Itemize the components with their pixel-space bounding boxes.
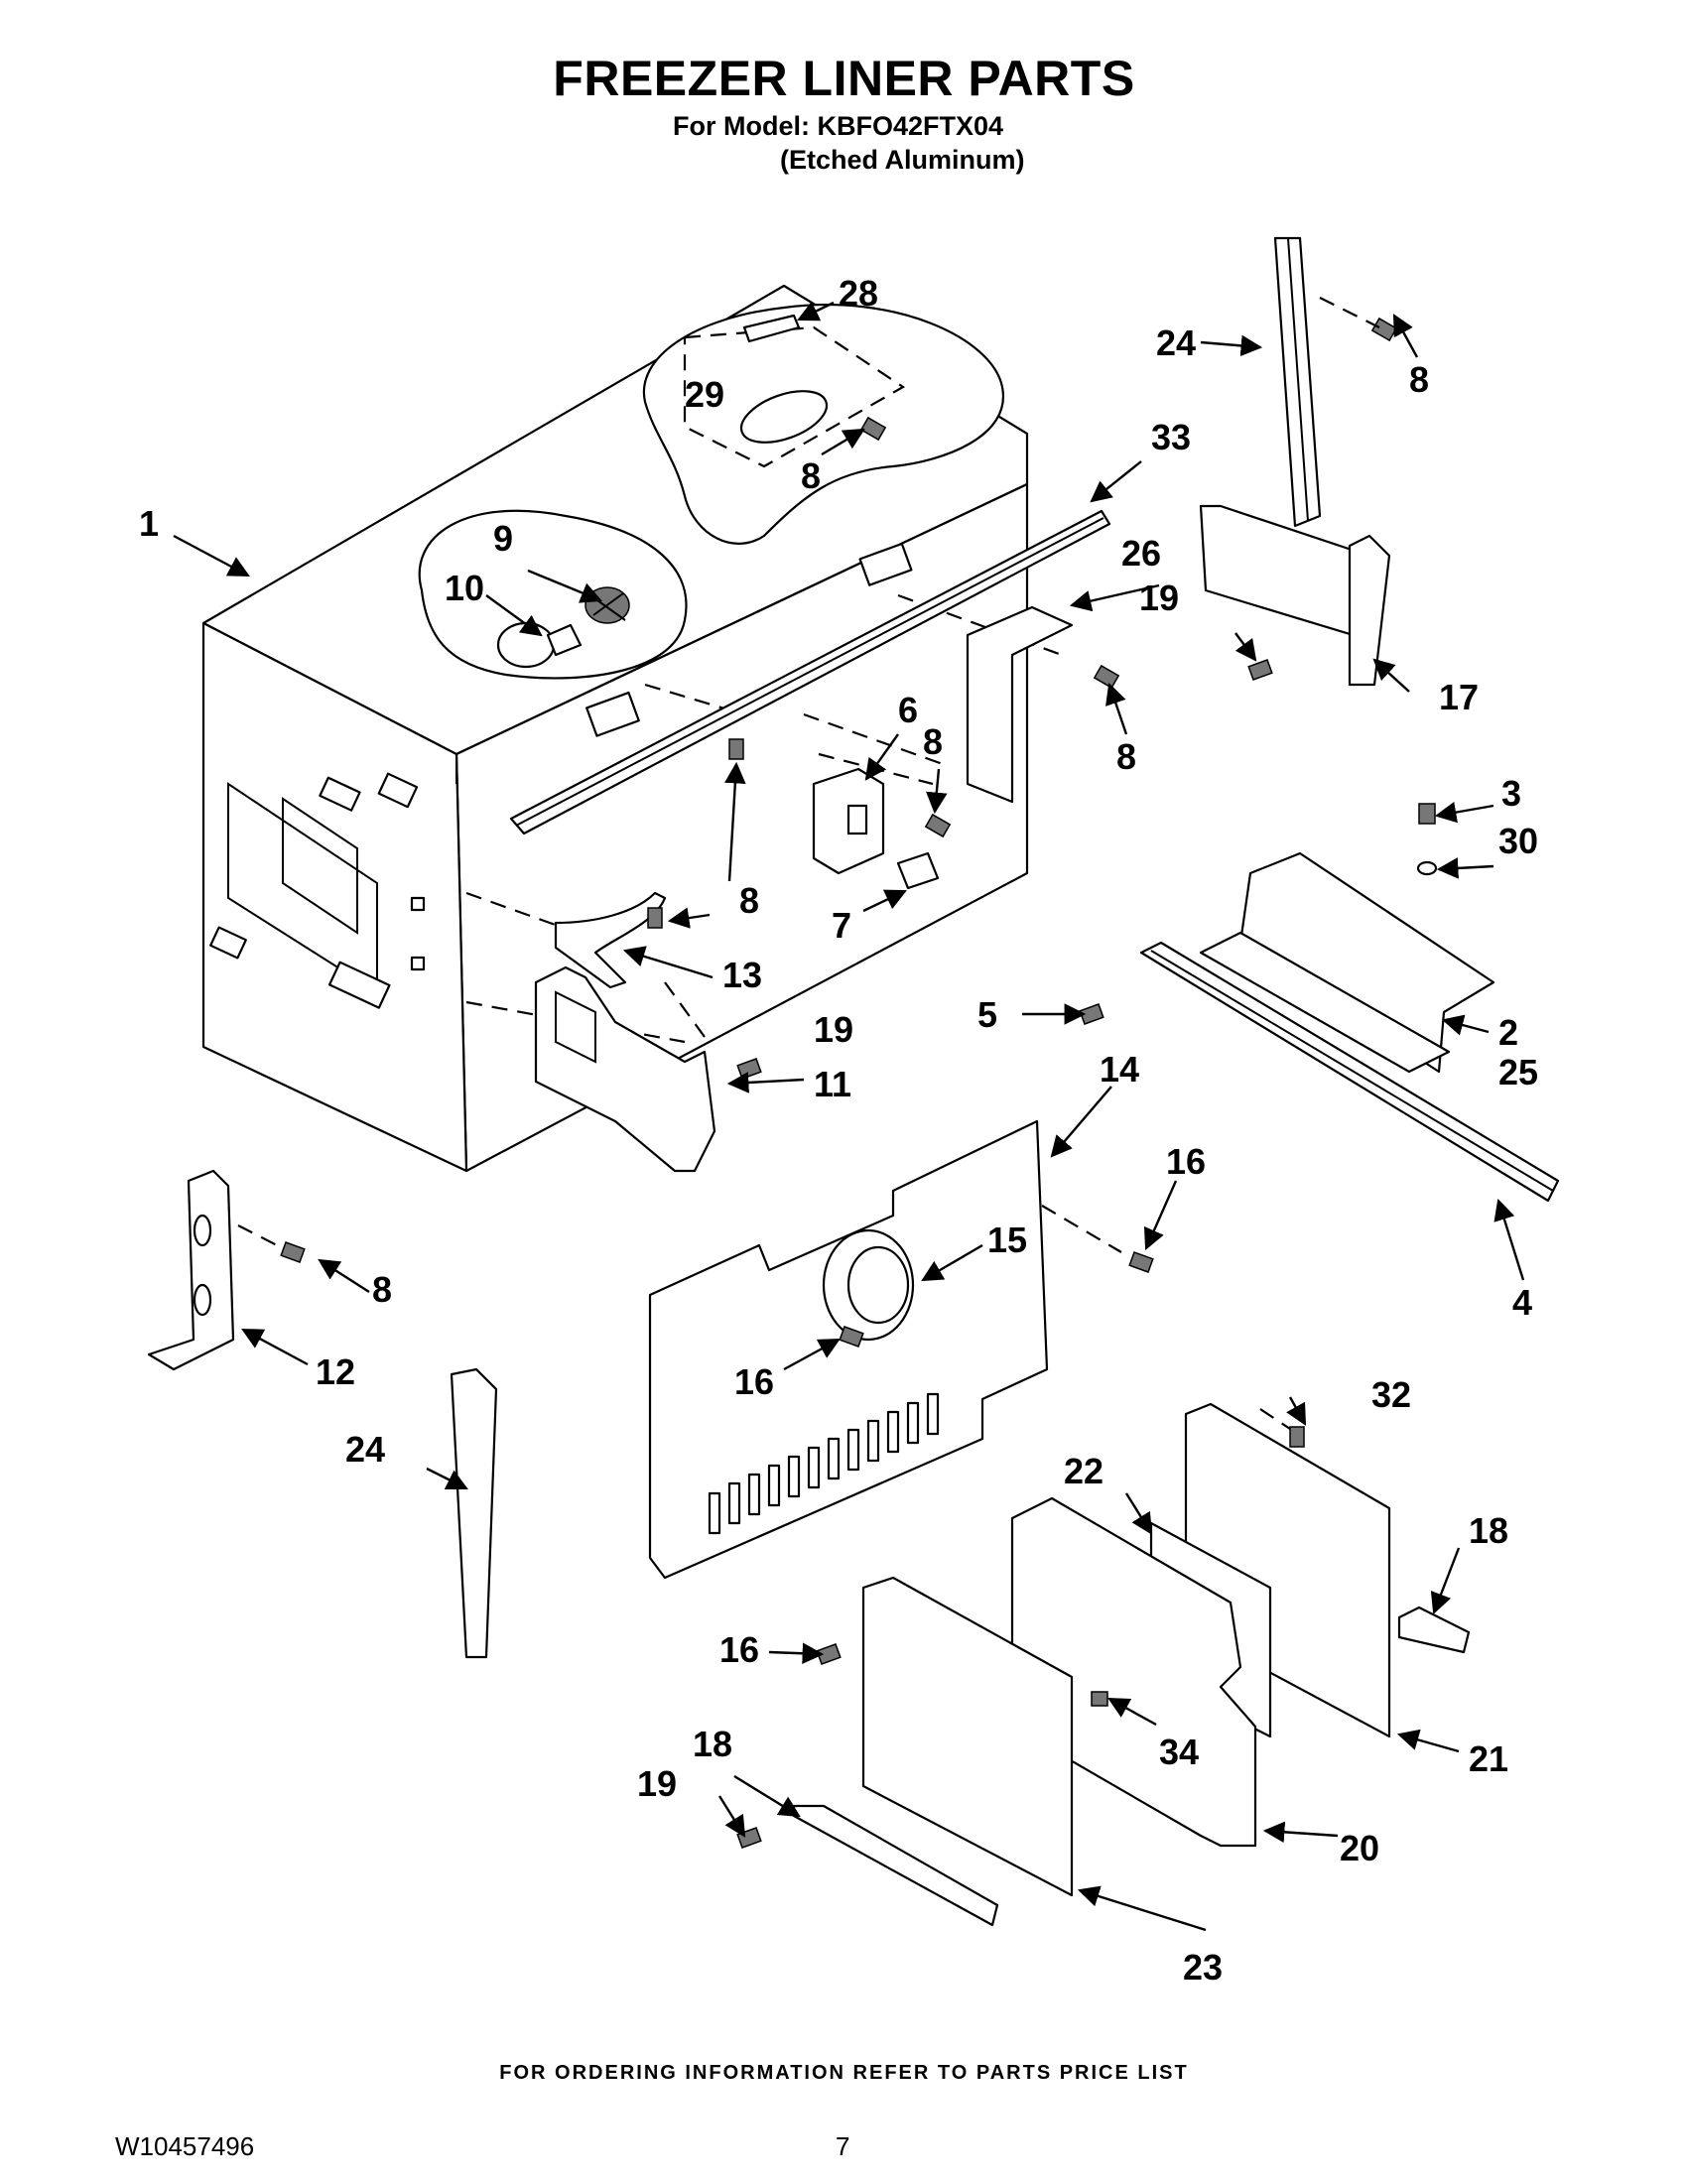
callout-9: 9	[493, 518, 513, 559]
callout-17: 17	[1439, 677, 1479, 717]
callout-3: 3	[1501, 773, 1521, 814]
callout-8-top: 8	[1409, 359, 1429, 400]
callout-8-control: 8	[801, 455, 821, 496]
callout-11: 11	[814, 1064, 851, 1104]
evaporator-cover-14	[648, 1119, 1049, 1580]
callout-29: 29	[685, 374, 724, 415]
slide-rail-4	[1139, 941, 1560, 1203]
mounting-bracket-17	[1199, 504, 1391, 687]
control-switch-28	[683, 314, 906, 468]
callout-20: 20	[1340, 1828, 1379, 1868]
callout-19-hinge: 19	[814, 1009, 853, 1050]
rail-18-upper	[1397, 1606, 1471, 1654]
model-finish: (Etched Aluminum)	[780, 145, 1025, 175]
front-panel-20	[1010, 1496, 1257, 1848]
callout-14: 14	[1100, 1049, 1139, 1090]
callout-30: 30	[1498, 821, 1538, 861]
ordering-note: FOR ORDERING INFORMATION REFER TO PARTS …	[499, 2062, 1189, 2084]
callout-8-housing: 8	[1116, 736, 1136, 777]
access-panel-23	[861, 1576, 1074, 1897]
callout-23: 23	[1183, 1947, 1223, 1988]
callout-24-top: 24	[1156, 322, 1196, 363]
page-title: FREEZER LINER PARTS	[553, 51, 1135, 106]
callout-5: 5	[977, 994, 997, 1035]
model-number: For Model: KBFO42FTX04	[673, 111, 1004, 141]
bracket-12	[147, 1169, 235, 1371]
callout-arrows	[173, 301, 1525, 1932]
callout-13: 13	[722, 955, 762, 995]
trim-bracket-33	[509, 509, 1111, 835]
callout-18-left: 18	[693, 1724, 732, 1764]
assembly-lines	[237, 297, 1380, 1430]
fan-shroud-15	[822, 1228, 915, 1342]
vertical-rail-24-lower	[450, 1367, 498, 1659]
callout-8-bracket: 8	[372, 1269, 392, 1310]
callout-16-lower: 16	[719, 1629, 759, 1670]
callout-18-right: 18	[1469, 1510, 1508, 1551]
callout-10: 10	[445, 568, 484, 608]
callout-2: 2	[1498, 1012, 1518, 1053]
callout-24-bottom: 24	[345, 1429, 385, 1470]
callout-15: 15	[987, 1220, 1027, 1260]
document-number: W10457496	[115, 2131, 255, 2161]
knob-7	[896, 851, 940, 890]
callout-33: 33	[1151, 417, 1191, 457]
callout-16-center: 16	[734, 1361, 774, 1402]
callout-28: 28	[839, 273, 878, 314]
callout-25: 25	[1498, 1052, 1538, 1092]
callout-26: 26	[1121, 533, 1161, 574]
callout-8-thermostat: 8	[923, 721, 943, 762]
callout-labels: 1 2 3 4 5 6 7 8 8 8 8 8 8 9 10 11 12 13 …	[139, 273, 1538, 1988]
callout-6: 6	[898, 690, 918, 730]
lamp-socket-9	[584, 586, 630, 624]
callout-16-right: 16	[1166, 1141, 1206, 1182]
callout-12: 12	[316, 1351, 355, 1392]
thermostat-6	[812, 767, 885, 875]
page-number: 7	[836, 2131, 850, 2161]
vent-slots	[708, 1392, 940, 1535]
hinge-bracket-11	[534, 965, 716, 1173]
callout-21: 21	[1469, 1738, 1508, 1779]
callout-19-top: 19	[1139, 578, 1179, 618]
callout-7: 7	[832, 905, 851, 946]
callout-22: 22	[1064, 1451, 1104, 1491]
callout-32: 32	[1371, 1374, 1411, 1415]
callout-4: 4	[1512, 1282, 1532, 1323]
light-housing-26	[966, 605, 1074, 804]
callout-34: 34	[1159, 1732, 1199, 1772]
callout-8-liner: 8	[739, 880, 759, 921]
slide-plate-25	[1199, 931, 1451, 1074]
callout-19-lower: 19	[637, 1763, 677, 1804]
callout-1: 1	[139, 503, 159, 544]
vertical-rail-24-upper	[1273, 236, 1322, 528]
wire-channel-13	[554, 891, 667, 989]
